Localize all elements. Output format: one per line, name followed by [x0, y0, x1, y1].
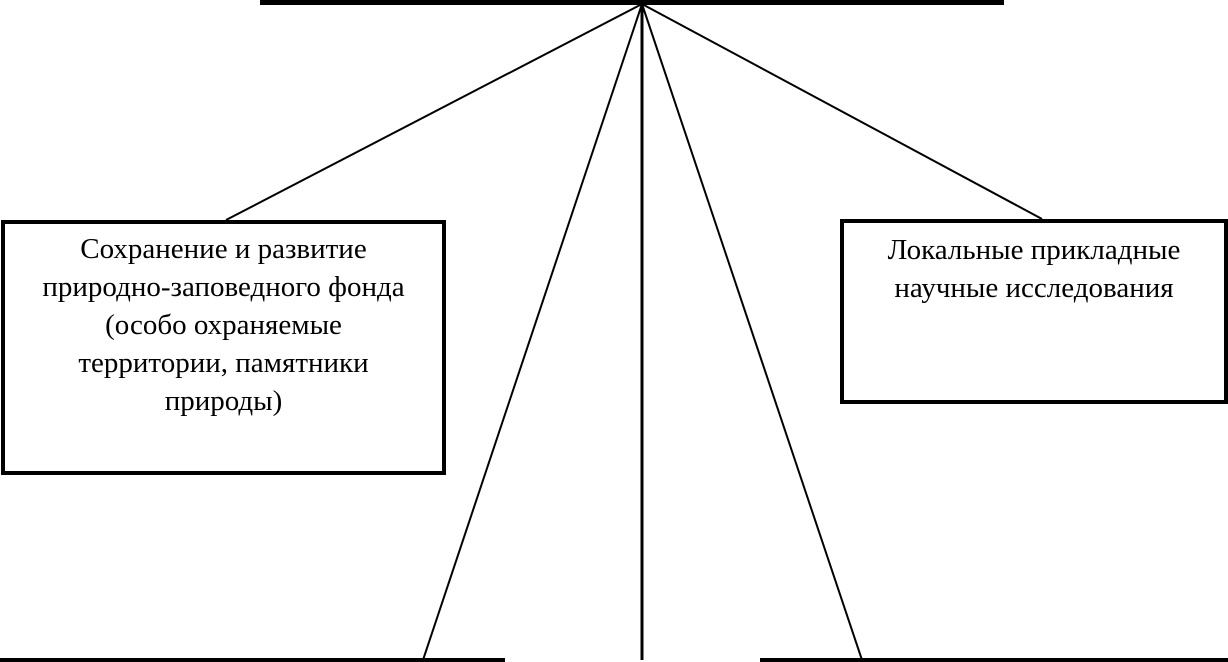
connector-left-box [225, 3, 643, 221]
local-research-box: Локальные прикладные научные исследовани… [840, 219, 1228, 404]
connector-bottom-left [422, 3, 643, 661]
connector-bottom-right [641, 3, 863, 661]
local-research-box-text: Локальные прикладные научные исследовани… [887, 234, 1181, 304]
conservation-box: Сохранение и развитие природно-заповедно… [1, 220, 446, 475]
conservation-box-text: Сохранение и развитие природно-заповедно… [42, 233, 405, 417]
connector-right-box [641, 3, 1043, 220]
